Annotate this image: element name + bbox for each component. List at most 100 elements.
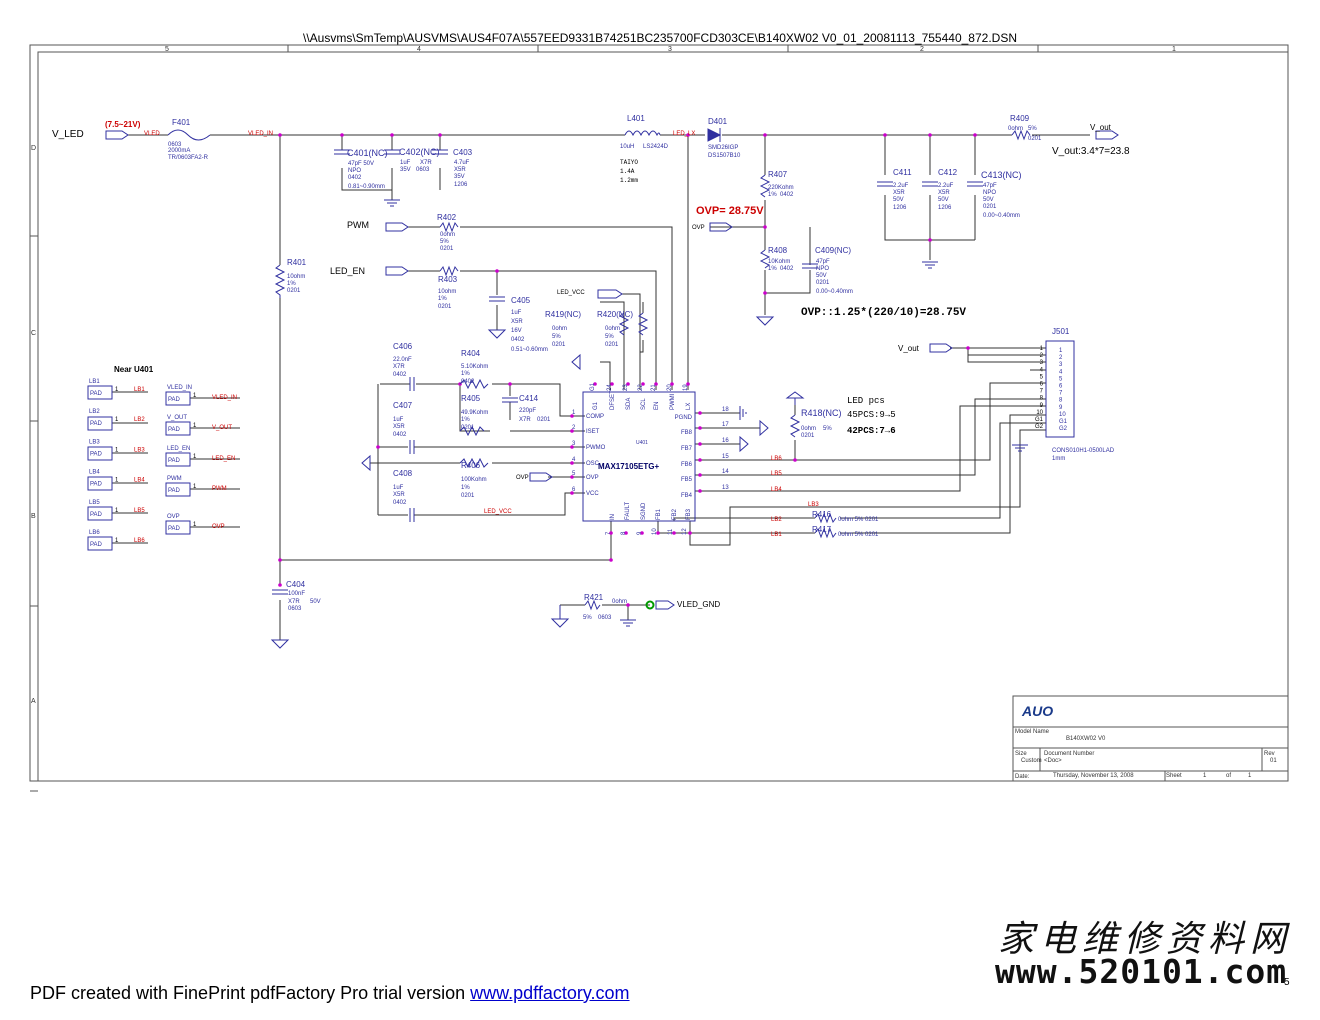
net-led-vcc: LED_VCC xyxy=(557,290,585,296)
net-ovp-u401: OVP xyxy=(516,475,529,481)
r403-label-2: 1% xyxy=(438,296,447,302)
r404-label-3: 0402 xyxy=(461,379,475,385)
j501-pin-name: 8 xyxy=(1059,398,1063,404)
c407-label-3: 0402 xyxy=(393,432,407,438)
ovp-note: OVP= 28.75V xyxy=(696,205,764,217)
size-label: Size xyxy=(1015,751,1027,757)
c406-ref: C406 xyxy=(393,342,413,351)
test-pad-name: LB4 xyxy=(89,470,100,476)
test-pad-pin: 1 xyxy=(115,508,119,514)
net-v-out-2: V_out xyxy=(898,344,920,353)
junction-dot xyxy=(609,531,613,535)
r407-label-1: 220Kohm xyxy=(768,185,794,191)
c413-label-5: 0.00~0.40mm xyxy=(983,213,1020,219)
r421-label-3: 0603 xyxy=(598,615,612,621)
j501-pin-name: 6 xyxy=(1059,384,1063,390)
junction-dot xyxy=(570,414,574,418)
c404-label-2: X7R xyxy=(288,599,300,605)
test-pad-name: V_OUT xyxy=(167,415,187,421)
j501-pin-number: 10 xyxy=(1036,410,1043,416)
j501-pin-number: 4 xyxy=(1040,367,1044,373)
u401-part: MAX17105ETG+ xyxy=(598,462,659,471)
border-row-label: C xyxy=(31,330,36,337)
u401-pin-number: 20 xyxy=(667,384,673,391)
d401-label-1: SMD26IGP xyxy=(708,145,738,151)
junction-dot xyxy=(966,346,970,350)
c404-ref: C404 xyxy=(286,580,306,589)
r419-label-3: 0201 xyxy=(552,342,566,348)
r407-label-2: 1% xyxy=(768,192,777,198)
u401-pin-number: 2 xyxy=(572,425,576,431)
c404-label-4: 0603 xyxy=(288,606,302,612)
c405-ref: C405 xyxy=(511,296,531,305)
watermark-url: www.520101.com xyxy=(995,952,1288,991)
size-value: Custom xyxy=(1021,758,1042,764)
u401-pin-name: LX xyxy=(686,403,692,410)
c405-label-2: X5R xyxy=(511,319,523,325)
j501-pin-name: 4 xyxy=(1059,369,1063,375)
j501-pin-number: G2 xyxy=(1035,424,1044,430)
r419-label-1: 0ohm xyxy=(552,326,567,332)
c406-label-1: 22.0nF xyxy=(393,357,412,363)
r408-label-3: 0402 xyxy=(780,266,794,272)
c406-label-3: 0402 xyxy=(393,372,407,378)
c413-label-4: 0201 xyxy=(983,204,997,210)
sheet-label: Sheet xyxy=(1166,773,1182,779)
u401-pin-number: 18 xyxy=(722,407,729,413)
test-pad-name: PWM xyxy=(167,476,182,482)
rev-value: 01 xyxy=(1270,758,1277,764)
c403-label-1: 4.7uF xyxy=(454,160,470,166)
junction-dot xyxy=(570,491,574,495)
test-pad-body: PAD xyxy=(90,421,103,427)
r421-label-1: 0ohm xyxy=(612,599,627,605)
net-ovp-port: OVP xyxy=(692,225,705,231)
c412-label-4: 1206 xyxy=(938,205,952,211)
test-pad-pin: 1 xyxy=(193,522,197,528)
test-pad-pin: 1 xyxy=(115,538,119,544)
r417-label-1: 0ohm 5% 0201 xyxy=(838,532,879,538)
r421-ref: R421 xyxy=(584,593,604,602)
d401-ref: D401 xyxy=(708,117,728,126)
near-u401-label: Near U401 xyxy=(114,365,154,374)
c408-label-3: 0402 xyxy=(393,500,407,506)
c405-label-1: 1uF xyxy=(511,310,522,316)
test-pad-net: LB4 xyxy=(134,478,145,484)
u401-pin-name: FB5 xyxy=(681,477,693,483)
junction-dot xyxy=(973,133,977,137)
c401-label-3: 0402 xyxy=(348,175,362,181)
net-led-vcc-2: LED_VCC xyxy=(484,509,512,515)
c402-ref: C402(NC) xyxy=(399,147,440,157)
ovp-calc: OVP::1.25*(220/10)=28.75V xyxy=(801,307,966,319)
u401-ref: U401 xyxy=(636,440,648,446)
u401-pin-name: COMP xyxy=(586,414,604,420)
schematic-border xyxy=(29,44,1289,782)
c408-label-2: X5R xyxy=(393,492,405,498)
border-row-label: D xyxy=(31,145,36,152)
component-symbols xyxy=(87,128,1119,649)
junction-dot xyxy=(376,445,380,449)
test-pad-pin: 1 xyxy=(193,423,197,429)
border-col-label: 4 xyxy=(417,46,421,53)
c407-label-2: X5R xyxy=(393,424,405,430)
doc-number: <Doc> xyxy=(1044,758,1062,764)
test-pad-pin: 1 xyxy=(115,478,119,484)
test-pad-name: LB2 xyxy=(89,409,100,415)
r408-ref: R408 xyxy=(768,246,788,255)
date-value: Thursday, November 13, 2008 xyxy=(1053,773,1134,779)
u401-pin-name: PWMO xyxy=(586,445,606,451)
pdffactory-link[interactable]: www.pdffactory.com xyxy=(470,983,630,1003)
c406-label-2: X7R xyxy=(393,364,405,370)
r403-ref: R403 xyxy=(438,275,458,284)
r409-label-1: 0ohm xyxy=(1008,126,1023,132)
c407-label-1: 1uF xyxy=(393,417,404,423)
c411-ref: C411 xyxy=(893,168,912,177)
junction-dot xyxy=(670,382,674,386)
net-led-en: LED_EN xyxy=(330,266,365,276)
l401-label-2: LS2424D xyxy=(643,144,669,150)
r405-label-2: 1% xyxy=(461,417,470,423)
j501-pin-name: 10 xyxy=(1059,412,1066,418)
u401-pin-number: 14 xyxy=(722,469,729,475)
title-block: AUO Model Name B140XW02 V0 Size Custom D… xyxy=(1015,703,1277,780)
u401-pin-name: FB3 xyxy=(686,508,692,520)
